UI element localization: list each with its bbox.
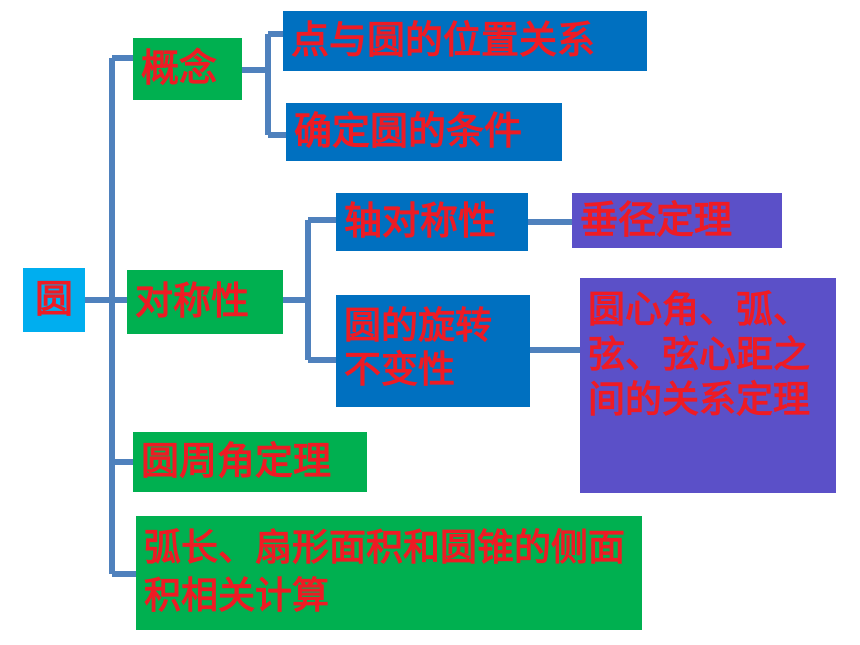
node-symmetry: 对称性 [127, 270, 283, 334]
node-central-angle-relation-theorem: 圆心角、弧、弦、弦心距之间的关系定理 [580, 278, 836, 493]
node-determine-circle: 确定圆的条件 [286, 103, 562, 161]
node-axial-symmetry: 轴对称性 [336, 193, 528, 251]
node-perpendicular-diameter-theorem-label: 垂径定理 [580, 197, 733, 242]
node-inscribed-angle-theorem: 圆周角定理 [133, 432, 367, 492]
node-inscribed-angle-theorem-label: 圆周角定理 [141, 439, 332, 484]
node-perpendicular-diameter-theorem: 垂径定理 [572, 193, 782, 248]
node-concept-label: 概念 [141, 46, 218, 91]
root-node-label: 圆 [34, 277, 73, 322]
node-rotational-invariance: 圆的旋转不变性 [336, 295, 530, 407]
node-axial-symmetry-label: 轴对称性 [344, 199, 497, 244]
node-point-circle-position-label: 点与圆的位置关系 [291, 18, 596, 63]
node-arc-length-calculation-label: 弧长、扇形面积和圆锥的侧面积相关计算 [144, 526, 625, 618]
node-symmetry-label: 对称性 [135, 279, 250, 324]
node-point-circle-position: 点与圆的位置关系 [283, 11, 647, 71]
root-node-circle: 圆 [23, 268, 85, 332]
node-rotational-invariance-label: 圆的旋转不变性 [344, 304, 492, 391]
node-concept: 概念 [133, 38, 242, 100]
node-determine-circle-label: 确定圆的条件 [294, 109, 523, 154]
node-arc-length-calculation: 弧长、扇形面积和圆锥的侧面积相关计算 [136, 516, 642, 630]
node-central-angle-relation-theorem-label: 圆心角、弧、弦、弦心距之间的关系定理 [588, 288, 810, 421]
